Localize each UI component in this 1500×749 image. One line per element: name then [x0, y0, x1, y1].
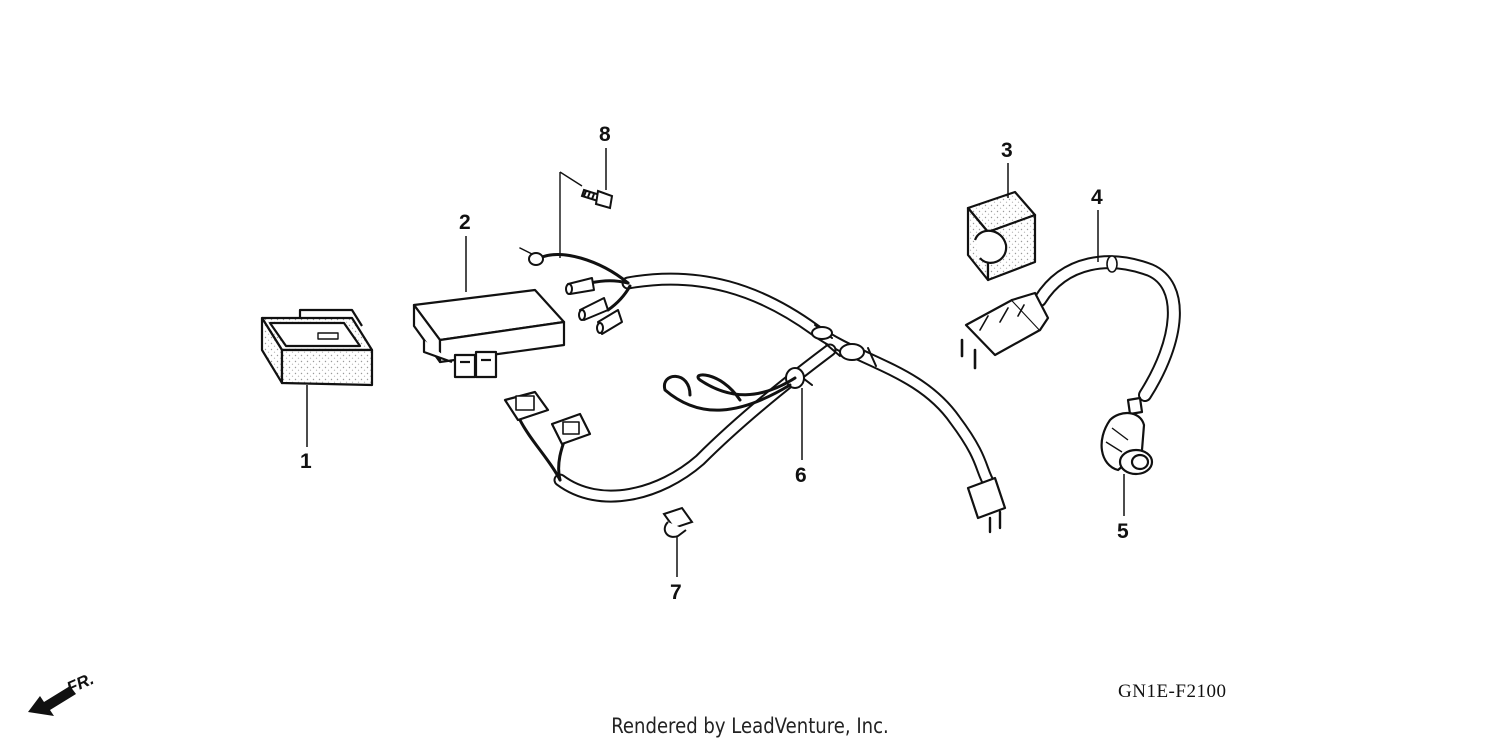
part-4-ignition-coil[interactable] — [960, 255, 1181, 402]
callout-2: 2 — [459, 211, 471, 234]
callout-1: 1 — [300, 450, 312, 473]
front-arrow-icon — [28, 686, 76, 716]
callout-5: 5 — [1117, 520, 1129, 543]
diagram-code: GN1E-F2100 — [1118, 681, 1227, 702]
callout-7: 7 — [670, 581, 682, 604]
bolt-mount-line — [559, 171, 583, 258]
front-indicator: FR. — [28, 669, 97, 716]
part-2-ignition-control-module[interactable] — [412, 288, 566, 379]
callout-8: 8 — [599, 123, 611, 146]
callout-4: 4 — [1091, 186, 1103, 209]
part-7-band-clamp[interactable] — [662, 506, 694, 538]
part-3-rubber-mount[interactable] — [966, 190, 1037, 282]
part-6-wire-harness[interactable] — [503, 247, 1007, 534]
front-label: FR. — [64, 669, 97, 697]
part-8-bolt[interactable] — [580, 188, 614, 210]
callout-3: 3 — [1001, 139, 1013, 162]
credit-text: Rendered by LeadVenture, Inc. — [611, 714, 889, 738]
callout-6: 6 — [795, 464, 807, 487]
part-1-cover[interactable] — [260, 308, 374, 387]
part-5-spark-plug-cap[interactable] — [1100, 396, 1154, 476]
